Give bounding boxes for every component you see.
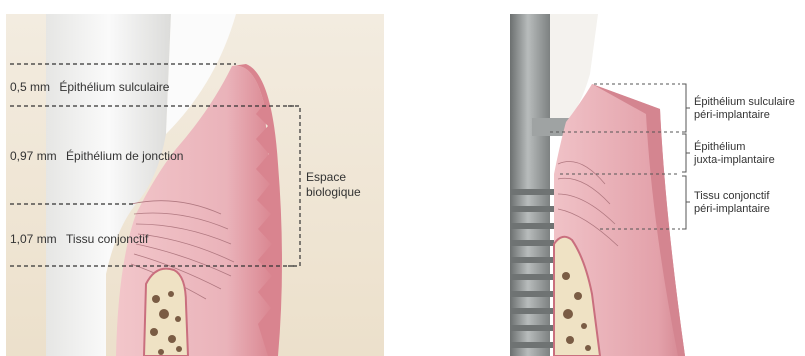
right-label-3: Tissu conjonctif péri-implantaire (694, 190, 770, 216)
right-label-3-line2: péri-implantaire (694, 203, 770, 216)
espace-biologique-label: Espace biologique (306, 170, 361, 200)
right-label-1-line2: péri-implantaire (694, 109, 795, 122)
right-label-1-line1: Épithélium sulculaire (694, 96, 795, 109)
measure-row-3: 1,07 mm Tissu conjonctif (10, 232, 148, 246)
measure-value-1: 0,5 mm (10, 80, 50, 94)
implant-diagram: Épithélium sulculaire péri-implantaire É… (510, 14, 805, 356)
right-label-2-line1: Épithélium (694, 141, 775, 154)
measure-value-2: 0,97 mm (10, 149, 57, 163)
measure-label-3: Tissu conjonctif (66, 232, 148, 246)
measure-row-1: 0,5 mm Épithélium sulculaire (10, 80, 169, 94)
implant-body (510, 14, 550, 356)
measure-row-2: 0,97 mm Épithélium de jonction (10, 149, 183, 163)
right-label-2: Épithélium juxta-implantaire (694, 141, 775, 167)
measure-label-2: Épithélium de jonction (66, 149, 183, 163)
implant-illustration (510, 14, 805, 356)
measure-label-1: Épithélium sulculaire (59, 80, 169, 94)
right-label-3-line1: Tissu conjonctif (694, 190, 770, 203)
measure-value-3: 1,07 mm (10, 232, 57, 246)
right-label-1: Épithélium sulculaire péri-implantaire (694, 96, 795, 122)
espace-biologique-line2: biologique (306, 185, 361, 200)
right-label-2-line2: juxta-implantaire (694, 154, 775, 167)
espace-biologique-line1: Espace (306, 170, 361, 185)
